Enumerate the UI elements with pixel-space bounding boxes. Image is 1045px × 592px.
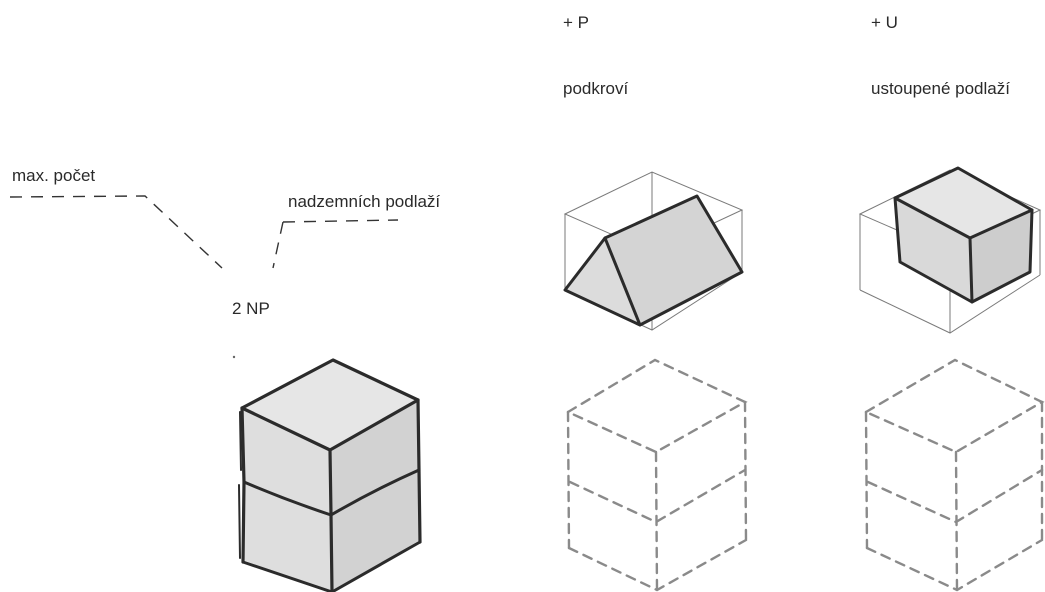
leader-max-count — [9, 195, 223, 269]
setback-left-face — [895, 198, 972, 302]
floor-count-label: 2 NP — [232, 299, 270, 318]
attic-roof-slope — [605, 196, 742, 325]
dashed-block-attic-column — [565, 358, 748, 592]
two-storey-block — [238, 358, 422, 592]
attic-volume — [563, 171, 744, 331]
attic-left-gable — [565, 238, 640, 325]
col-p-name: podkroví — [563, 79, 629, 98]
col-u-symbol: + U — [871, 13, 898, 32]
max-count-label: max. počet — [12, 166, 96, 185]
col-u-name: ustoupené podlaží — [871, 79, 1010, 98]
above-ground-floors-label: nadzemních podlaží — [288, 192, 441, 211]
setback-storey-volume — [858, 166, 1042, 334]
col-p-symbol: + P — [563, 13, 589, 32]
leader-above-ground-floors — [272, 219, 399, 269]
setback-right-face — [970, 210, 1032, 302]
dashed-block-setback-column — [863, 358, 1045, 592]
block-right-face — [330, 400, 420, 592]
setback-top-face — [895, 168, 1032, 238]
stray-mark — [232, 355, 236, 359]
